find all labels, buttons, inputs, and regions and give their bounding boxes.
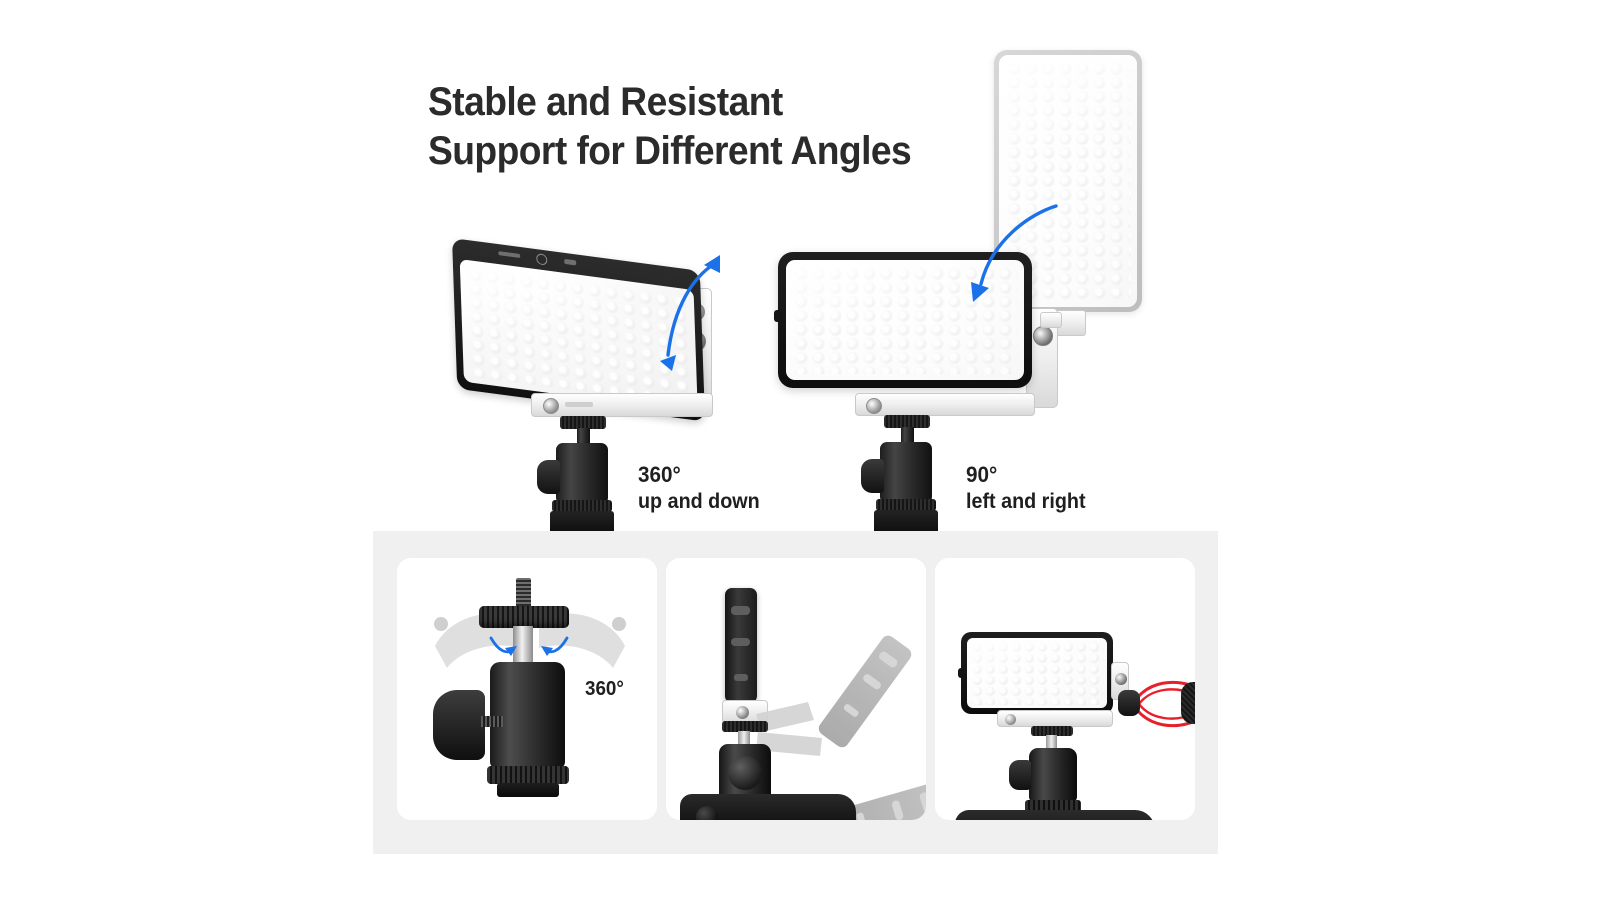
ball-head-knurled-disc [1031, 726, 1073, 736]
l-bracket-base-left-unit [531, 393, 713, 417]
panel-side-port [774, 310, 781, 322]
caption-pan-degrees: 90° [966, 462, 998, 487]
ball-head-foot [497, 783, 559, 797]
ball-head-body [1029, 748, 1077, 802]
caption-tilt-direction: up and down [638, 489, 760, 513]
ball-head-body [490, 662, 565, 768]
bracket-screw-hole [1115, 673, 1127, 685]
led-panel-face [967, 638, 1107, 708]
light-port-usb [731, 606, 750, 615]
ball-head-locking-knob [433, 690, 485, 760]
led-light-solid-vertical [725, 588, 757, 703]
caption-tilt-degrees: 360° [638, 462, 681, 487]
led-panel-frame [961, 632, 1113, 714]
mic-mount-knob [1118, 690, 1140, 716]
bracket-ghost-arms [756, 702, 822, 756]
light-port-type-c [734, 674, 748, 681]
ball-head-shaft [513, 626, 533, 666]
ball-head-knurled-disc [479, 606, 569, 628]
headline-line-2: Support for Different Angles [428, 129, 912, 173]
caption-pan: 90° left and right [966, 462, 1086, 514]
pan-rotation-arrow-icon [971, 204, 1058, 302]
shotgun-microphone [1181, 682, 1195, 724]
ball-head-base-ring [552, 500, 612, 512]
ball-head-body [880, 442, 932, 502]
led-diffuser-grid [970, 641, 1104, 705]
base-bracket-screw-hole [543, 398, 559, 414]
page-title: Stable and Resistant Support for Differe… [428, 78, 912, 176]
ball-head-locking-knob [537, 460, 560, 494]
ball-head-base-ring [487, 766, 569, 784]
panel-side-port [958, 668, 964, 678]
headline-line-1: Stable and Resistant [428, 80, 783, 124]
camera-body [955, 810, 1155, 820]
bracket-screw-hole-mid [1033, 326, 1053, 346]
thumbnail-card-light-with-microphone [935, 558, 1195, 820]
bracket-screw-hole [736, 706, 749, 719]
tripod-head-mount [874, 510, 938, 535]
ball-head-base-ring [876, 499, 936, 511]
base-bracket-screw-hole [866, 398, 882, 414]
thumbnail-card-ball-head-rotation: 360° [397, 558, 657, 820]
base-bracket-screw-hole [1005, 714, 1016, 725]
ball-head-knurled-disc [884, 415, 930, 428]
caption-tilt: 360° up and down [638, 462, 760, 514]
ball-head-stem [901, 427, 914, 443]
thumb-1-content: 360° [397, 558, 657, 820]
thumbnail-card-tilt-positions [666, 558, 926, 820]
ball-head-locking-knob [1009, 760, 1031, 790]
quarter-inch-screw [516, 578, 531, 608]
light-port-dc [731, 638, 750, 646]
thumb-2-content [666, 558, 926, 820]
ball-head-knurled-disc [722, 721, 768, 732]
ball-head-shaft [1046, 735, 1057, 749]
caption-pan-direction: left and right [966, 489, 1086, 513]
base-bracket-slot [565, 402, 593, 407]
bracket-cold-shoe-tab [1040, 312, 1062, 328]
tilt-rotation-arrow-icon [660, 255, 720, 371]
ball-head-stem [577, 428, 590, 445]
knob-thread [481, 716, 503, 727]
ball-head-locking-knob [861, 459, 884, 493]
camera-dial [696, 806, 718, 820]
ball-head-body [556, 443, 608, 503]
l-bracket-base-mid-unit [855, 393, 1035, 416]
ball-head-knurled-disc [560, 416, 606, 429]
thumb-1-degree-label: 360° [585, 678, 624, 700]
ball-head-sphere [728, 756, 762, 790]
ball-head-shaft [738, 731, 750, 745]
rotation-360-arrows-icon [489, 636, 569, 656]
thumb-3-content [935, 558, 1195, 820]
